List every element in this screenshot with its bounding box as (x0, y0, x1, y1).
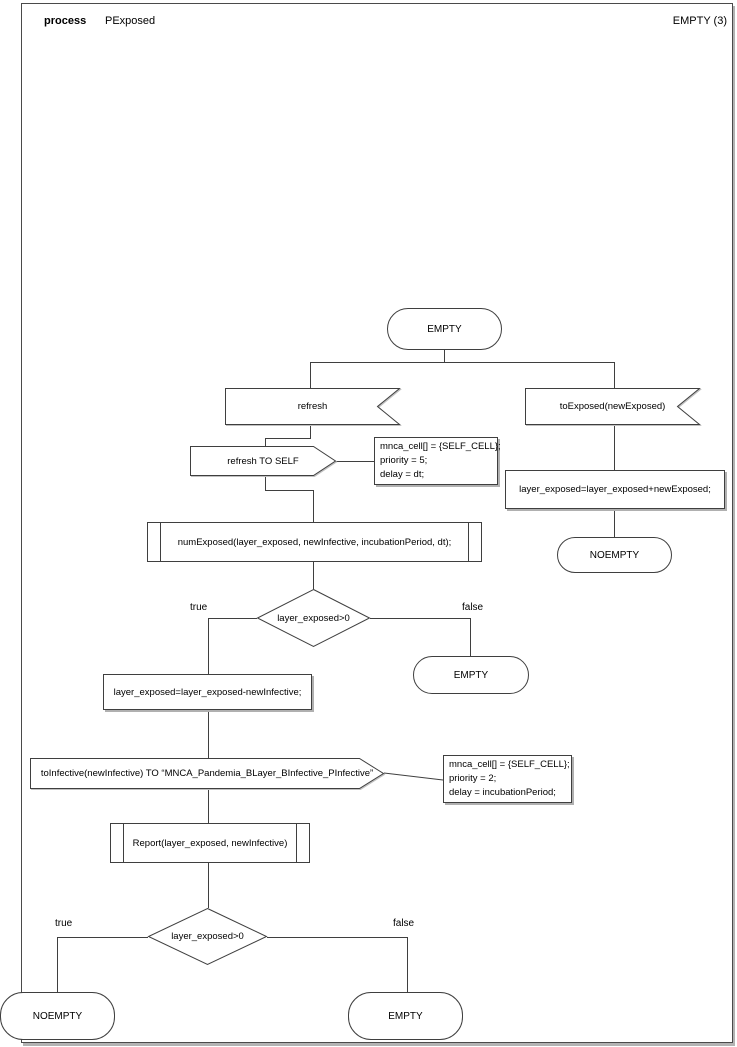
connector (313, 490, 314, 522)
assign-add-exposed[interactable]: layer_exposed=layer_exposed+newExposed; (505, 470, 725, 509)
state-noempty-bottom[interactable]: NOEMPTY (0, 992, 115, 1040)
signal-label: refresh (297, 401, 328, 412)
branch-false-label-1: false (462, 602, 484, 613)
connector (208, 618, 209, 674)
branch-false-label-2: false (393, 918, 415, 929)
connector (310, 362, 311, 388)
state-label: NOEMPTY (32, 1010, 83, 1022)
assign-label: layer_exposed=layer_exposed+newExposed; (519, 484, 711, 495)
input-signal-refresh[interactable]: refresh (225, 388, 401, 425)
comment-line: delay = incubationPeriod; (449, 787, 556, 798)
proc-report[interactable]: Report(layer_exposed, newInfective) (110, 823, 310, 863)
connector (313, 562, 314, 589)
decision-label: layer_exposed>0 (277, 612, 350, 624)
comment-line: mnca_cell[] = {SELF_CELL}; (449, 759, 570, 770)
connector (384, 772, 444, 781)
connector (265, 490, 314, 491)
state-empty-bottom[interactable]: EMPTY (348, 992, 463, 1040)
proc-numexposed[interactable]: numExposed(layer_exposed, newInfective, … (147, 522, 482, 562)
decision-label: layer_exposed>0 (171, 931, 244, 942)
connector (265, 476, 266, 490)
comment-refresh-params[interactable]: mnca_cell[] = {SELF_CELL}; priority = 5;… (374, 437, 501, 485)
connector (470, 618, 471, 656)
state-label: NOEMPTY (589, 549, 640, 561)
state-label: EMPTY (427, 323, 462, 335)
connector (208, 863, 209, 908)
signal-label: toInfective(newInfective) TO “MNCA_Pande… (40, 768, 374, 779)
state-empty-start[interactable]: EMPTY (387, 308, 502, 350)
comment-line: mnca_cell[] = {SELF_CELL}; (380, 441, 501, 452)
comment-toinfective-params[interactable]: mnca_cell[] = {SELF_CELL}; priority = 2;… (443, 755, 572, 803)
output-signal-toinfective[interactable]: toInfective(newInfective) TO “MNCA_Pande… (30, 758, 385, 789)
connector (336, 461, 374, 462)
branch-true-label-1: true (190, 602, 208, 613)
assign-sub-infective[interactable]: layer_exposed=layer_exposed-newInfective… (103, 674, 312, 710)
process-frame (21, 3, 733, 1043)
decision-layer-exposed-2[interactable]: layer_exposed>0 (147, 907, 268, 966)
signal-label: toExposed(newExposed) (559, 401, 666, 412)
comment-line: priority = 5; (380, 455, 428, 466)
connector (310, 425, 311, 438)
proc-bar-right (296, 824, 297, 862)
connector (370, 618, 470, 619)
state-empty-false[interactable]: EMPTY (413, 656, 529, 694)
connector (444, 350, 445, 362)
process-name: PExposed (105, 15, 156, 27)
process-kind-label: process (44, 15, 87, 27)
connector (614, 425, 615, 470)
connector (407, 937, 408, 992)
process-corner-label: EMPTY (3) (672, 15, 727, 27)
assign-label: layer_exposed=layer_exposed-newInfective… (113, 686, 302, 698)
comment-line: delay = dt; (380, 469, 425, 480)
proc-bar-left (160, 523, 161, 561)
connector (57, 937, 148, 938)
decision-layer-exposed-1[interactable]: layer_exposed>0 (256, 588, 371, 648)
connector (265, 438, 266, 446)
proc-label: numExposed(layer_exposed, newInfective, … (177, 536, 452, 548)
signal-label: refresh TO SELF (227, 455, 299, 467)
connector (267, 937, 407, 938)
proc-bar-right (468, 523, 469, 561)
connector (265, 438, 311, 439)
branch-true-label-2: true (55, 918, 73, 929)
proc-label: Report(layer_exposed, newInfective) (132, 837, 288, 849)
state-noempty-right[interactable]: NOEMPTY (557, 537, 672, 573)
connector (208, 618, 257, 619)
state-label: EMPTY (388, 1010, 423, 1022)
connector (310, 362, 615, 363)
connector (614, 509, 615, 537)
connector (208, 710, 209, 758)
comment-line: priority = 2; (449, 773, 497, 784)
connector (208, 788, 209, 823)
connector (614, 362, 615, 388)
state-label: EMPTY (453, 669, 489, 681)
proc-bar-left (123, 824, 124, 862)
input-signal-toexposed[interactable]: toExposed(newExposed) (525, 388, 701, 425)
connector (57, 937, 58, 992)
output-signal-refresh-to-self[interactable]: refresh TO SELF (190, 446, 337, 476)
